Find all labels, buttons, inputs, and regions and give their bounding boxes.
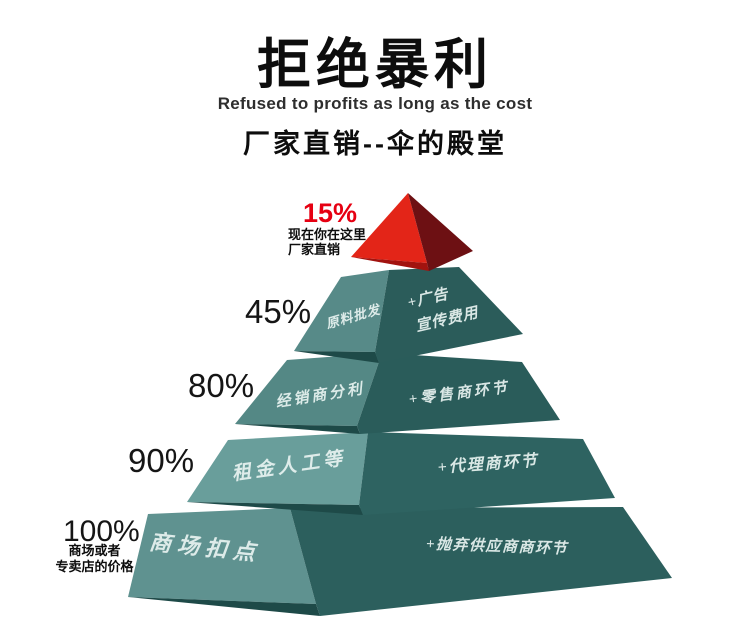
tier-90-lip: [187, 502, 363, 515]
tier-100-right-face: [290, 507, 672, 616]
page-title: 拒绝暴利: [257, 35, 493, 95]
tier-100-right-label: +抛弃供应商商环节: [426, 535, 570, 558]
top-tier-note-line1: 现在你在这里: [288, 227, 367, 242]
percent-label-90: 90%: [128, 442, 195, 479]
tier-45-lip: [294, 351, 379, 363]
tier-45-left-face: [294, 270, 389, 352]
bottom-tier-note: 商场或者 专卖店的价格: [32, 543, 157, 575]
top-tier-note-line2: 厂家直销: [288, 242, 341, 257]
tier-15-right-face: [408, 193, 473, 271]
percent-label-80: 80%: [188, 367, 255, 404]
tier-100-lip: [128, 597, 320, 616]
tier-15-lip: [351, 257, 429, 271]
tier-80-lip: [235, 424, 360, 434]
tier-15-left-face: [351, 193, 427, 263]
percent-label-15: 15%: [303, 198, 358, 228]
bottom-tier-note-line2: 专卖店的价格: [55, 559, 134, 574]
bottom-tier-note-line1: 商场或者: [68, 543, 121, 558]
tier-80-right-face: [357, 353, 560, 434]
subtitle-chinese: 厂家直销--伞的殿堂: [243, 129, 507, 159]
tier-90-right-face: [359, 432, 615, 515]
tier-45-right-face: [375, 267, 523, 363]
percent-label-100: 100%: [63, 515, 140, 548]
tier-100-left-face: [128, 508, 316, 604]
tier-80-left-face: [235, 353, 382, 426]
tier-90-left-face: [187, 432, 368, 505]
percent-label-45: 45%: [245, 293, 312, 330]
top-tier-note: 现在你在这里 厂家直销: [288, 227, 366, 257]
subtitle-english: Refused to profits as long as the cost: [217, 94, 533, 113]
